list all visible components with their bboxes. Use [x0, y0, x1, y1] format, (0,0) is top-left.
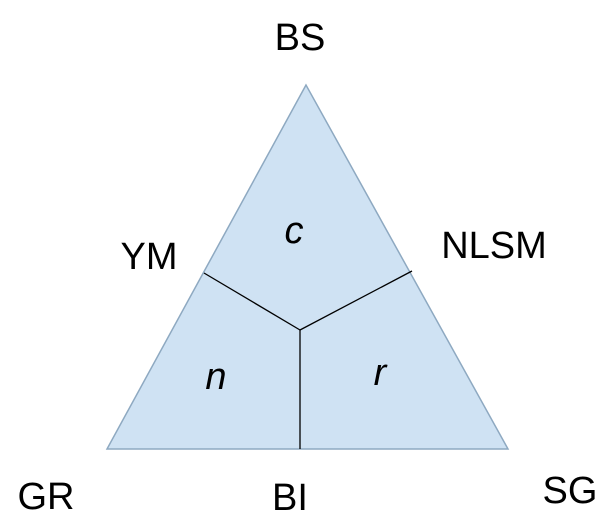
vertex-label-bottom-right: SG	[543, 470, 598, 512]
vertex-label-top: BS	[275, 17, 326, 59]
divider-line-left	[203, 272, 301, 331]
vertex-label-bottom-left: GR	[18, 476, 75, 518]
edge-label-bottom: BI	[272, 477, 308, 519]
edge-label-right: NLSM	[441, 225, 547, 267]
edge-label-left: YM	[121, 236, 178, 278]
region-label-left: n	[205, 356, 226, 398]
main-triangle	[105, 83, 510, 450]
divider-line-right	[299, 270, 413, 331]
region-label-top: c	[285, 210, 304, 252]
region-label-right: r	[374, 352, 388, 394]
